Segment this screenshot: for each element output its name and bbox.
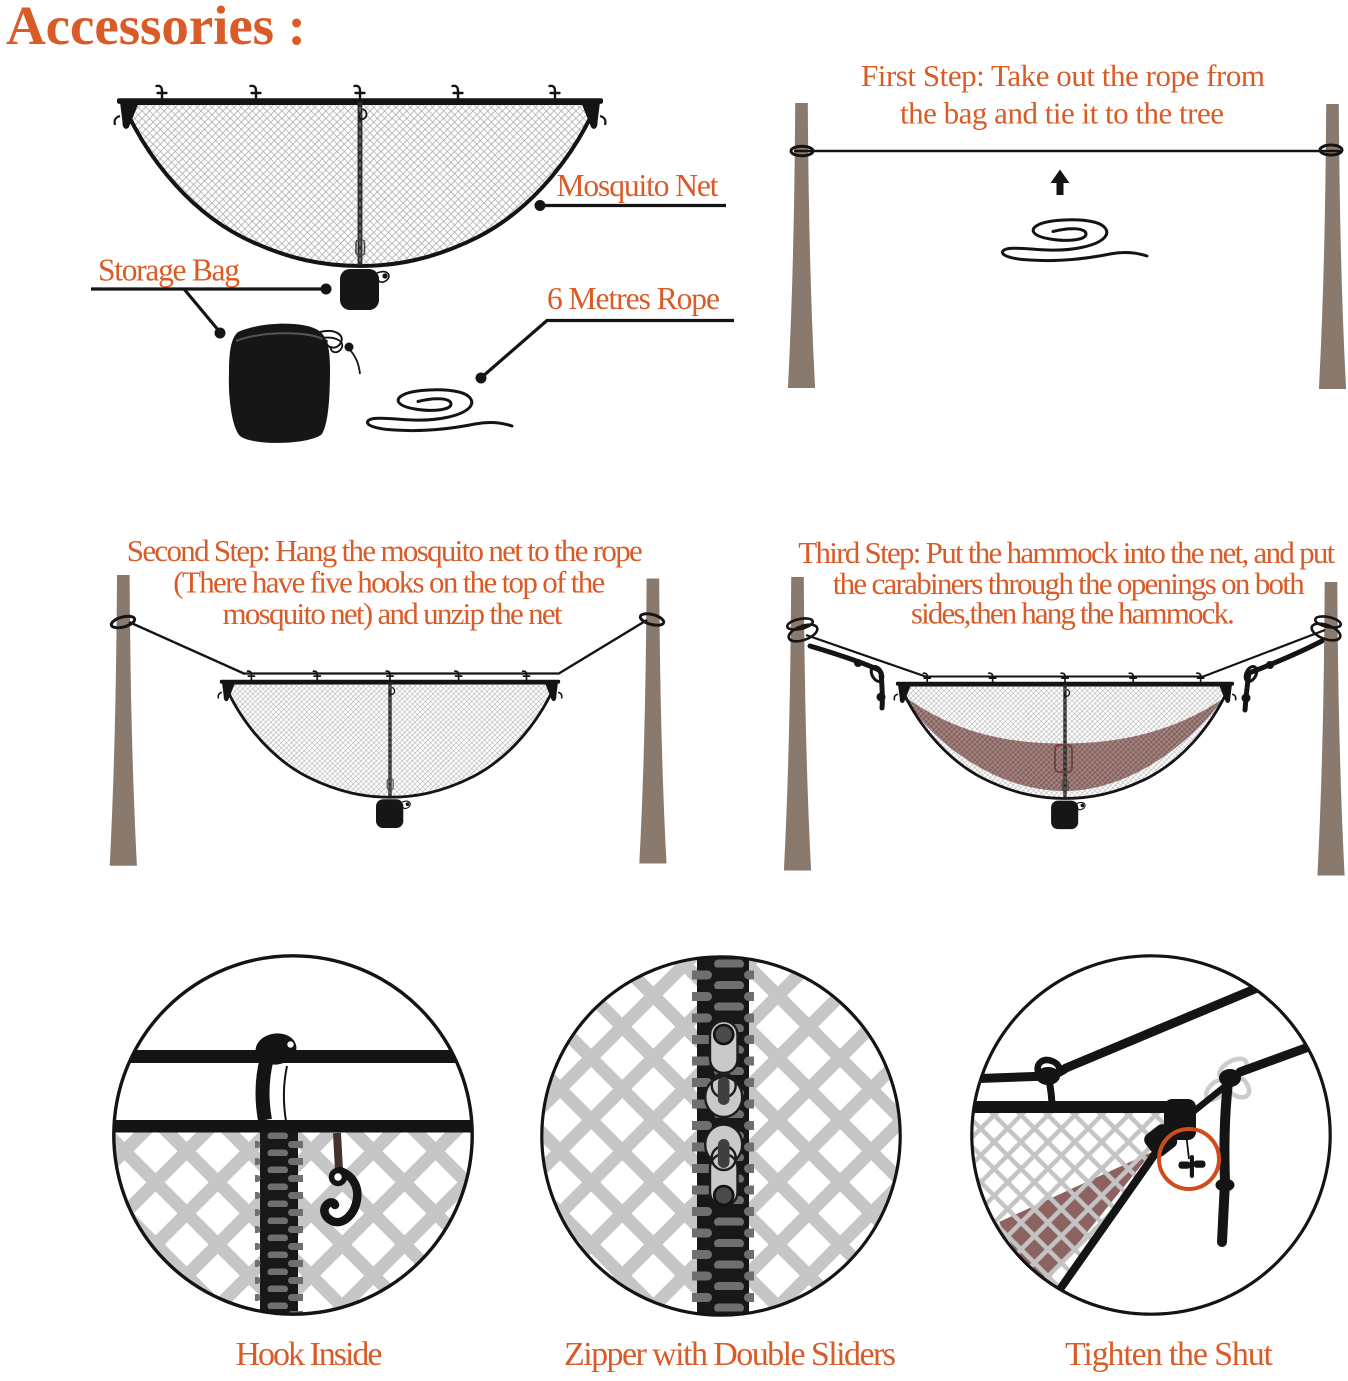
svg-text:sides,then hang the hammock.: sides,then hang the hammock. (911, 596, 1235, 631)
svg-text:Third Step: Put the hammock in: Third Step: Put the hammock into the net… (798, 535, 1335, 570)
svg-text:(There have five hooks on the: (There have five hooks on the top of the (173, 564, 605, 599)
svg-text:6 Metres Rope: 6 Metres Rope (547, 281, 720, 316)
svg-text:Storage Bag: Storage Bag (98, 253, 240, 288)
svg-text:Accessories :: Accessories : (6, 0, 306, 56)
svg-text:the carabiners through the ope: the carabiners through the openings on b… (833, 566, 1306, 601)
svg-text:Hook Inside: Hook Inside (236, 1336, 383, 1373)
svg-text:Zipper with Double Sliders: Zipper with Double Sliders (564, 1336, 896, 1373)
svg-text:mosquito net) and unzip the ne: mosquito net) and unzip the net (223, 596, 563, 631)
svg-text:the bag and tie it to the tree: the bag and tie it to the tree (900, 96, 1224, 131)
svg-text:Second Step: Hang the mosquito: Second Step: Hang the mosquito net to th… (127, 533, 643, 568)
svg-text:Tighten the Shut: Tighten the Shut (1065, 1336, 1274, 1373)
svg-text:First Step: Take out the rope: First Step: Take out the rope from (861, 58, 1265, 93)
svg-text:Mosquito Net: Mosquito Net (557, 168, 719, 203)
